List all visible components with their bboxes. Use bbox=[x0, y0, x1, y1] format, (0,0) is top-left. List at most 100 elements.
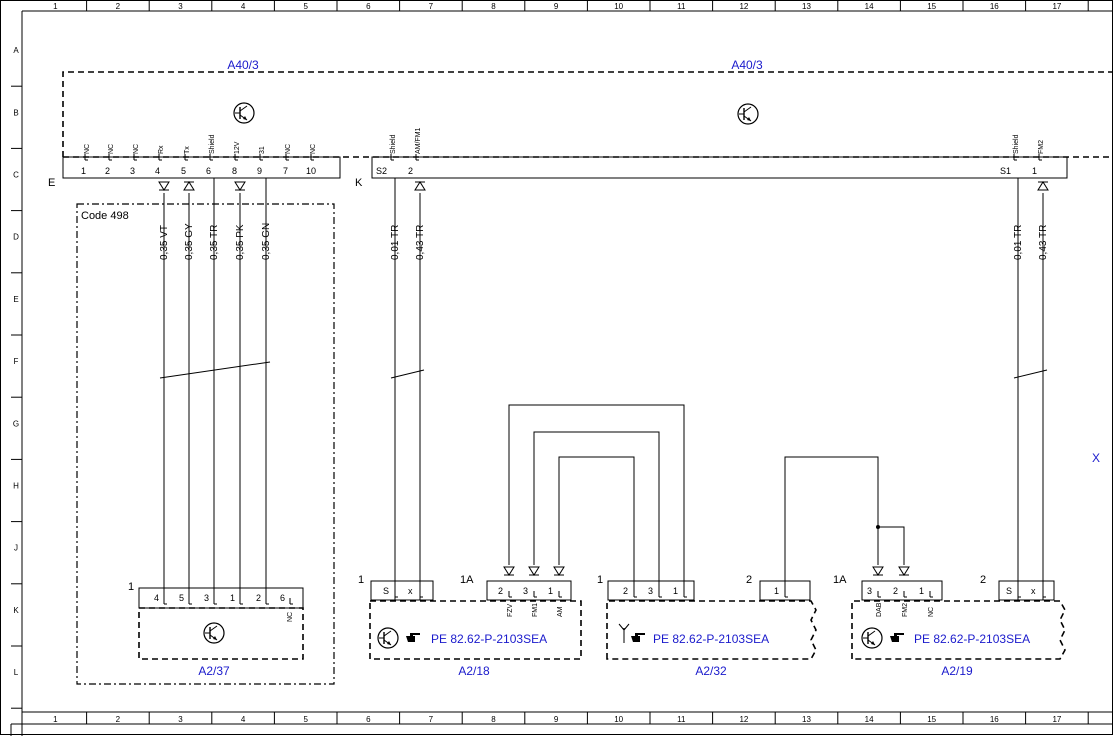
pin-name: NC bbox=[84, 144, 91, 154]
connector-k-letter: K bbox=[355, 177, 363, 189]
row-label: J bbox=[14, 544, 18, 553]
module-label-a2-18: A2/18 bbox=[458, 664, 490, 678]
pin-number: 5 bbox=[179, 593, 184, 603]
pin-name: AM bbox=[557, 606, 564, 617]
pin-number: 1 bbox=[774, 586, 779, 596]
pin-number: 6 bbox=[280, 593, 285, 603]
pin-number: S bbox=[383, 586, 389, 596]
column-label: 14 bbox=[865, 2, 874, 11]
pointing-hand-icon bbox=[406, 633, 420, 642]
column-label: 6 bbox=[366, 2, 371, 11]
code-498-box bbox=[76, 203, 335, 685]
column-label: 7 bbox=[429, 715, 434, 724]
transistor-icon bbox=[737, 103, 759, 125]
row-label: D bbox=[13, 233, 19, 242]
antenna-icon bbox=[618, 623, 630, 643]
pin-name: NC bbox=[310, 144, 317, 154]
module-label-a40-3-right: A40/3 bbox=[731, 58, 763, 72]
column-label: 11 bbox=[677, 2, 686, 11]
pin-number: S bbox=[1006, 586, 1012, 596]
connector-e-letter: E bbox=[48, 177, 55, 189]
column-label: 10 bbox=[614, 715, 623, 724]
row-label: L bbox=[14, 668, 19, 677]
pin-name: Shield bbox=[1013, 134, 1020, 154]
transistor-icon bbox=[377, 627, 399, 649]
row-label: F bbox=[14, 357, 19, 366]
a2-19-ref-link[interactable]: PE 82.62-P-2103SEA bbox=[914, 632, 1030, 646]
pin-name: NC bbox=[285, 144, 292, 154]
pin-name: 12V bbox=[234, 141, 241, 154]
connector-a2-32-1 bbox=[607, 580, 695, 601]
a2-18-ref-link[interactable]: PE 82.62-P-2103SEA bbox=[431, 632, 547, 646]
pin-number: 3 bbox=[130, 166, 135, 176]
wire-label: 0,35 GN bbox=[261, 223, 272, 260]
column-label: 12 bbox=[739, 715, 748, 724]
pin-number: 2 bbox=[105, 166, 110, 176]
wires-connector-k bbox=[390, 178, 1048, 600]
pin-name: NC bbox=[928, 607, 935, 617]
pin-number: 1 bbox=[230, 593, 235, 603]
wire-label: 0,35 GY bbox=[184, 223, 195, 260]
connector-a2-19-2 bbox=[998, 580, 1055, 601]
column-label: 1 bbox=[53, 2, 58, 11]
pin-number: 10 bbox=[306, 166, 316, 176]
module-label-a40-3-left: A40/3 bbox=[227, 58, 259, 72]
pin-number: 2 bbox=[498, 586, 503, 596]
connector-e bbox=[62, 156, 341, 179]
pin-name: FZV bbox=[507, 603, 514, 617]
column-label: 15 bbox=[927, 715, 936, 724]
pin-name: AM/FM1 bbox=[415, 127, 422, 154]
transistor-icon bbox=[233, 102, 255, 124]
pin-name: NC bbox=[133, 144, 140, 154]
module-a2-37 bbox=[138, 607, 304, 660]
column-label: 8 bbox=[491, 2, 496, 11]
row-label: C bbox=[13, 171, 19, 180]
pointing-hand-icon bbox=[890, 633, 904, 642]
wire-label: 0,01 TR bbox=[1013, 225, 1024, 260]
pin-number: 4 bbox=[155, 166, 160, 176]
column-label: 14 bbox=[865, 715, 874, 724]
module-a2-19 bbox=[851, 600, 1066, 660]
row-label: G bbox=[13, 419, 19, 428]
row-label: H bbox=[13, 482, 19, 491]
pin-number: 1 bbox=[81, 166, 86, 176]
column-label: 13 bbox=[802, 715, 811, 724]
pin-number: x bbox=[408, 586, 413, 596]
column-label: 3 bbox=[178, 2, 183, 11]
row-label: B bbox=[13, 108, 18, 117]
pin-number: 1 bbox=[673, 586, 678, 596]
column-label: 6 bbox=[366, 715, 371, 724]
pin-number: 2 bbox=[408, 166, 413, 176]
connector-k bbox=[371, 156, 1068, 179]
a2-32-ref-link[interactable]: PE 82.62-P-2103SEA bbox=[653, 632, 769, 646]
column-label: 12 bbox=[739, 2, 748, 11]
pin-number: S2 bbox=[376, 166, 387, 176]
module-label-a2-32: A2/32 bbox=[695, 664, 727, 678]
pin-number: 3 bbox=[523, 586, 528, 596]
column-label: 9 bbox=[554, 2, 559, 11]
code-498-label: Code 498 bbox=[81, 210, 129, 222]
module-a2-18 bbox=[369, 600, 582, 660]
pin-name: FM2 bbox=[1038, 140, 1045, 154]
connector-a2-37-num: 1 bbox=[128, 581, 134, 593]
pin-number: 5 bbox=[181, 166, 186, 176]
connector-a2-18-1 bbox=[370, 580, 434, 601]
pin-number: 6 bbox=[206, 166, 211, 176]
row-label: E bbox=[13, 295, 18, 304]
pin-number: 7 bbox=[283, 166, 288, 176]
column-label: 16 bbox=[990, 715, 999, 724]
pin-number: 9 bbox=[257, 166, 262, 176]
pin-number: 4 bbox=[154, 593, 159, 603]
pin-name: Tx bbox=[184, 146, 191, 154]
pin-number: 2 bbox=[893, 586, 898, 596]
connector-a2-19-1a-num: 1A bbox=[833, 574, 847, 586]
module-a2-32 bbox=[606, 600, 817, 660]
module-a40-3-boundary bbox=[62, 71, 1113, 157]
offpage-label: X bbox=[1092, 451, 1100, 465]
transistor-icon bbox=[203, 622, 225, 644]
wire-label: 0,01 TR bbox=[390, 225, 401, 260]
